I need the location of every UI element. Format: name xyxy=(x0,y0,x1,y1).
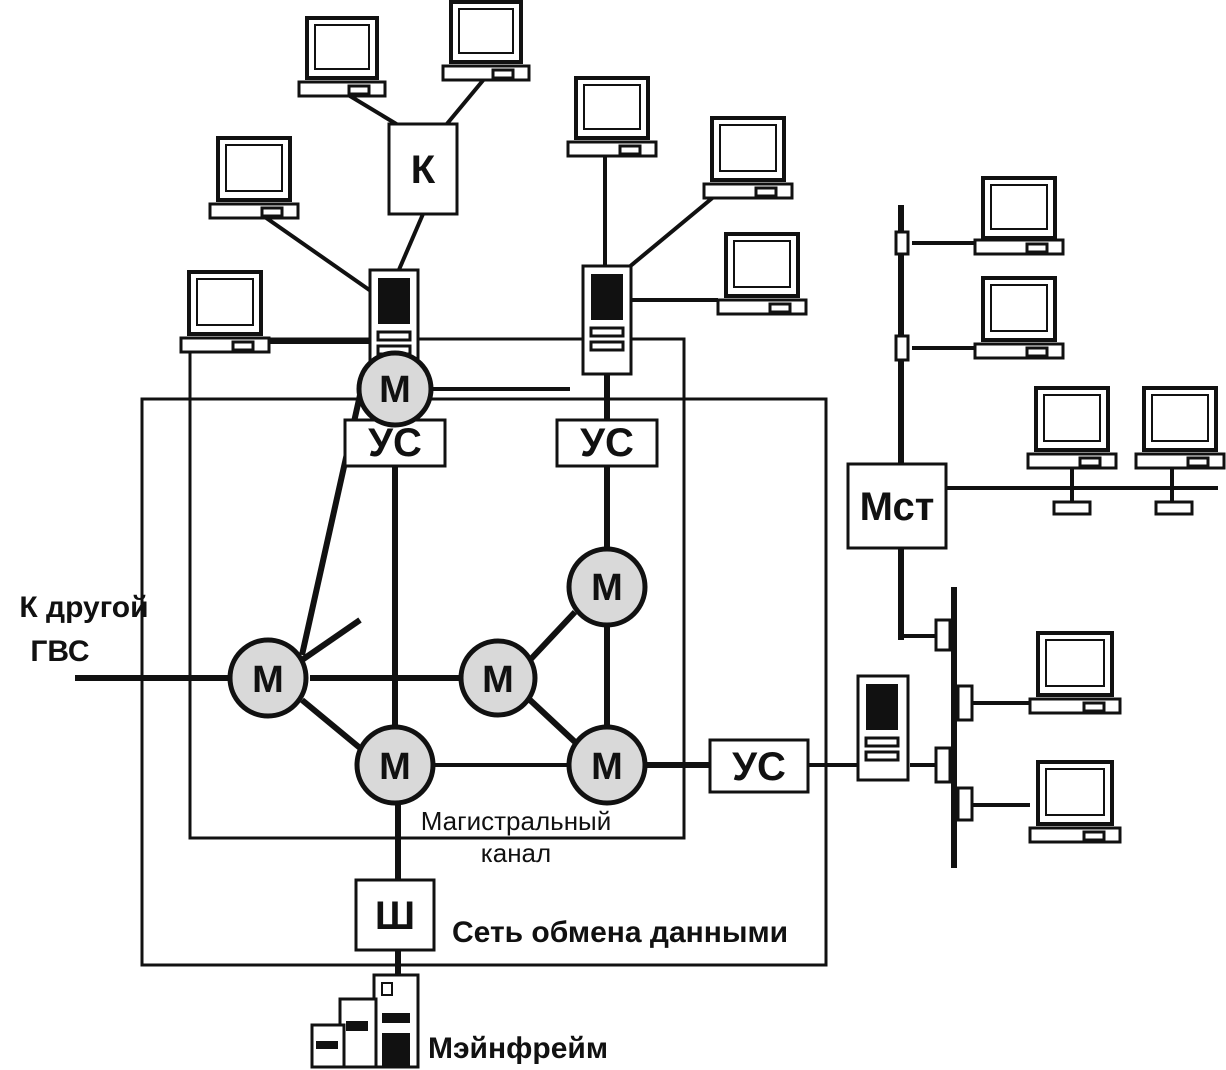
gateway-box: Ш xyxy=(354,878,436,952)
switch-label: М xyxy=(252,659,284,701)
comm-node-box: УС xyxy=(708,738,810,794)
bridge-label: Мст xyxy=(860,485,935,529)
bus-connector-icon xyxy=(1154,500,1194,516)
switch-node: М xyxy=(566,546,648,628)
workstation-icon xyxy=(441,0,531,82)
workstation-icon xyxy=(208,136,300,220)
comm-node-box: УС xyxy=(343,418,447,468)
switch-node: М xyxy=(227,637,309,719)
other-wan-label-line2: ГВС xyxy=(30,635,89,668)
server-icon xyxy=(368,268,420,378)
mainframe-label: Мэйнфрейм xyxy=(428,1032,608,1065)
bus-connector-icon xyxy=(1052,500,1092,516)
workstation-icon xyxy=(1028,760,1122,844)
mainframe-icon xyxy=(310,973,420,1069)
backbone-label-line2: канал xyxy=(481,838,551,868)
switch-node: М xyxy=(354,724,436,806)
concentrator-box: К xyxy=(387,122,459,216)
comm-node-label: УС xyxy=(732,745,786,789)
bus-connector-icon xyxy=(934,746,952,784)
comm-node-label: УС xyxy=(368,421,422,465)
gateway-label: Ш xyxy=(375,894,415,938)
bus-connector-icon xyxy=(894,230,910,256)
workstation-icon xyxy=(179,270,271,354)
workstation-icon xyxy=(973,276,1065,360)
workstation-icon xyxy=(716,232,808,316)
comm-node-box: УС xyxy=(555,418,659,468)
other-wan-label-line1: К другой xyxy=(19,591,148,624)
bus-connector-icon xyxy=(934,618,952,652)
backbone-label-line1: Магистральный xyxy=(421,806,612,836)
workstation-icon xyxy=(973,176,1065,256)
bridge-box: Мст xyxy=(846,462,948,550)
switch-label: М xyxy=(379,369,411,411)
switch-label: М xyxy=(379,746,411,788)
server-icon xyxy=(581,264,633,376)
workstation-group xyxy=(179,0,1226,844)
workstation-icon xyxy=(1134,386,1226,470)
switch-node: М xyxy=(458,638,538,718)
server-icon xyxy=(856,674,910,782)
workstation-icon xyxy=(297,16,387,98)
bus-connector-icon xyxy=(956,684,974,722)
workstation-icon xyxy=(702,116,794,200)
comm-node-label: УС xyxy=(580,421,634,465)
bus-connector-icon xyxy=(956,786,974,822)
switch-node: М xyxy=(356,350,434,428)
workstation-icon xyxy=(566,76,658,158)
workstation-icon xyxy=(1026,386,1118,470)
workstation-icon xyxy=(1028,631,1122,715)
switch-label: М xyxy=(591,746,623,788)
switch-node: М xyxy=(566,724,648,806)
data-network-frame xyxy=(140,397,828,967)
switch-label: М xyxy=(482,659,514,701)
bus-connector-icon xyxy=(894,334,910,362)
switch-label: М xyxy=(591,567,623,609)
concentrator-label: К xyxy=(411,148,436,192)
data-network-label: Сеть обмена данными xyxy=(452,916,788,949)
bus-connector-group xyxy=(894,230,1194,822)
backbone-frame xyxy=(188,337,686,840)
